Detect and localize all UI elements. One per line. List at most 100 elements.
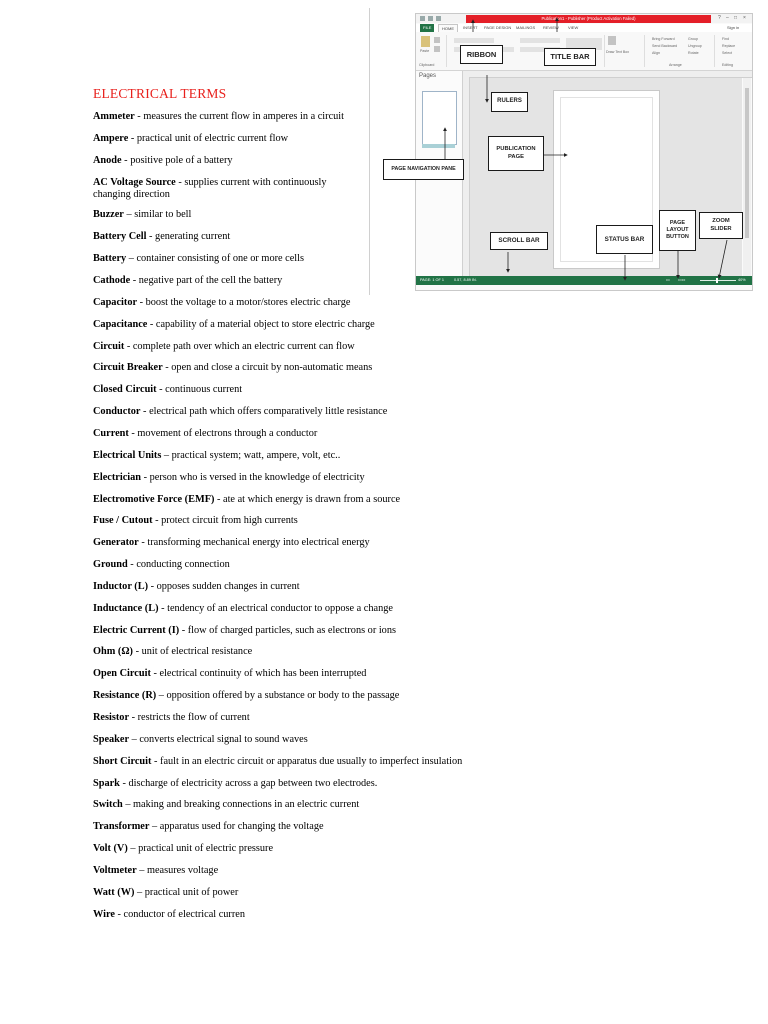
term-definition: practical unit of electric current flow — [136, 132, 289, 144]
term-name: Fuse / Cutout — [93, 515, 153, 527]
term-entry: Capacitor - boost the voltage to a motor… — [93, 297, 350, 310]
status-bar-callout: STATUS BAR — [596, 225, 653, 254]
term-name: Closed Circuit — [93, 384, 157, 396]
term-entry: Battery – container consisting of one or… — [93, 253, 304, 266]
term-separator: - — [137, 296, 146, 308]
ribbon-label: Arrange — [669, 63, 682, 67]
term-entry: Inductor (L) - opposes sudden changes in… — [93, 581, 300, 594]
term-separator: - — [134, 111, 144, 122]
term-separator: – — [136, 864, 147, 876]
term-separator: - — [158, 602, 168, 614]
tab-insert: INSERT — [463, 25, 478, 30]
term-name: Electrical Units — [93, 449, 162, 461]
ribbon-label: Clipboard — [419, 63, 435, 67]
publisher-interface-figure: Publication1 - Publisher (Product Activa… — [369, 8, 757, 295]
ribbon-divider — [644, 35, 645, 67]
term-name: Speaker — [93, 733, 130, 745]
tab-view: VIEW — [568, 25, 579, 30]
term-separator: – — [161, 449, 172, 461]
term-definition: restricts the flow of current — [137, 712, 250, 723]
term-definition: discharge of electricity across a gap be… — [128, 777, 378, 789]
term-definition: open and close a circuit by non-automati… — [171, 362, 373, 374]
page-count: PAGE: 1 OF 1 — [420, 278, 444, 282]
paragraph-row — [520, 38, 560, 43]
term-entry: Electromotive Force (EMF) - ate at which… — [93, 494, 400, 507]
pages-label: Pages — [419, 73, 437, 79]
draw-text-box-icon — [608, 36, 616, 45]
ribbon-label: Bring Forward — [652, 37, 675, 41]
term-definition: conductor of electrical curren — [123, 908, 246, 920]
term-name: Anode — [93, 154, 122, 166]
term-separator: - — [119, 777, 129, 789]
term-entry: Ampere - practical unit of electric curr… — [93, 133, 288, 146]
minimize-icon: – — [726, 15, 729, 21]
term-name: Conductor — [93, 406, 141, 418]
close-icon: × — [743, 15, 746, 21]
status-bar: PAGE: 1 OF 1 0.57, 8.89 IN. ▭ ▭▭ 40% — [416, 276, 752, 285]
term-definition: fault in an electric circuit or apparatu… — [160, 755, 463, 767]
ribbon-label: Editing — [722, 63, 733, 67]
term-definition: person who is versed in the knowledge of… — [149, 471, 365, 483]
term-name: Circuit Breaker — [93, 362, 163, 374]
term-entry: AC Voltage Source - supplies current wit… — [93, 177, 351, 202]
term-separator: – — [134, 886, 145, 898]
font-box — [454, 38, 494, 43]
window-title-bar: Publication1 - Publisher (Product Activa… — [416, 14, 752, 23]
layout-view-icon: ▭ — [666, 278, 670, 282]
term-entry: Short Circuit - fault in an electric cir… — [93, 756, 462, 769]
ribbon-callout: RIBBON — [460, 45, 503, 64]
term-definition: boost the voltage to a motor/stores elec… — [145, 296, 351, 308]
term-separator: - — [179, 624, 188, 636]
term-entry: Generator - transforming mechanical ener… — [93, 537, 370, 550]
term-definition: protect circuit from high currents — [161, 515, 298, 527]
term-definition: unit of electrical resistance — [141, 646, 253, 658]
term-definition: conducting connection — [136, 559, 230, 570]
term-entry: Capacitance - capability of a material o… — [93, 319, 375, 332]
term-entry: Ground - conducting connection — [93, 559, 230, 572]
term-entry: Spark - discharge of electricity across … — [93, 778, 377, 791]
term-name: Circuit — [93, 340, 125, 352]
ribbon-label: Select — [722, 51, 732, 55]
tab-file: FILE — [420, 24, 435, 32]
term-definition: electrical continuity of which has been … — [159, 668, 367, 680]
ribbon-label: Draw Text Box — [606, 50, 630, 54]
term-entry: Circuit Breaker - open and close a circu… — [93, 362, 372, 375]
page-margin-guide — [560, 97, 653, 262]
term-separator: - — [140, 406, 150, 418]
vertical-ruler — [463, 71, 470, 276]
term-entry: Current - movement of electrons through … — [93, 428, 317, 441]
term-entry: Voltmeter – measures voltage — [93, 865, 218, 878]
term-separator: - — [121, 154, 131, 166]
sign-in-link: Sign in — [727, 25, 740, 30]
term-name: Buzzer — [93, 209, 124, 221]
term-name: Voltmeter — [93, 864, 137, 876]
term-entry: Buzzer – similar to bell — [93, 209, 191, 222]
term-entry: Electric Current (I) - flow of charged p… — [93, 625, 396, 638]
term-separator: - — [151, 755, 161, 767]
ribbon-label: Paste — [420, 49, 430, 53]
two-page-view-icon: ▭▭ — [678, 278, 686, 282]
term-name: Inductance (L) — [93, 602, 159, 614]
term-separator: - — [130, 275, 139, 286]
styles-gallery — [566, 38, 602, 50]
term-name: Inductor (L) — [93, 580, 149, 592]
term-entry: Transformer – apparatus used for changin… — [93, 821, 324, 834]
term-entry: Anode - positive pole of a battery — [93, 155, 233, 168]
page-navigation-pane-callout: PAGE NAVIGATION PANE — [383, 159, 464, 180]
ribbon-label: Replace — [722, 44, 736, 48]
save-icon — [420, 16, 425, 21]
ribbon-divider — [714, 35, 715, 67]
term-separator: - — [214, 493, 223, 505]
tab-review: REVIEW — [543, 25, 559, 30]
term-entry: Inductance (L) - tendency of an electric… — [93, 603, 393, 616]
title-highlight: Publication1 - Publisher (Product Activa… — [466, 15, 711, 23]
horizontal-ruler — [469, 71, 752, 78]
term-separator: - — [129, 712, 138, 723]
term-definition: making and breaking connections in an el… — [133, 799, 360, 811]
tab-mailings: MAILINGS — [516, 25, 536, 30]
term-name: Electrician — [93, 471, 142, 483]
term-separator: - — [128, 427, 138, 439]
term-name: Ammeter — [93, 111, 135, 122]
term-entry: Cathode - negative part of the cell the … — [93, 275, 282, 288]
term-definition: practical unit of electric pressure — [138, 843, 274, 855]
